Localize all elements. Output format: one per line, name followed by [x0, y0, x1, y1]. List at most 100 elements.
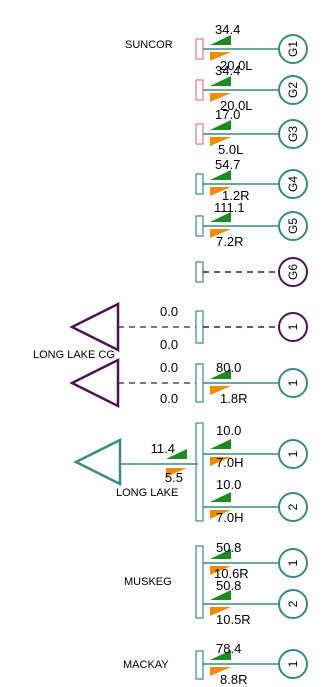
mw-arrow-icon — [166, 449, 187, 459]
mw-arrow-icon — [210, 76, 231, 86]
generator-label: 1 — [286, 660, 300, 667]
generator-circle[interactable] — [278, 75, 308, 105]
load-triangle-icon[interactable] — [69, 357, 120, 409]
mw-value: 34.4 — [215, 22, 240, 37]
generator-circle[interactable] — [278, 34, 308, 64]
mvar-value: 5.0L — [218, 142, 243, 157]
mvar-value: 10.6R — [214, 566, 249, 581]
mvar-value: 20.0L — [220, 58, 253, 73]
generator-label: 2 — [286, 503, 300, 510]
mw-arrow-icon — [210, 212, 231, 222]
unit-llcg-2[interactable]: 1 80.0 1.8R — [195, 360, 308, 406]
breaker[interactable] — [195, 650, 204, 680]
mw-value: 111.1 — [214, 200, 245, 215]
mw-arrow-icon — [210, 120, 231, 130]
mvar-arrow-icon — [210, 386, 231, 395]
generator-circle[interactable] — [278, 548, 308, 578]
load-llcg-2[interactable]: 0.0 0.0 — [69, 357, 196, 409]
generator-circle[interactable] — [278, 439, 308, 469]
generator-label: 1 — [286, 559, 300, 566]
mvar-value: 7.0H — [216, 455, 243, 470]
breaker[interactable] — [195, 215, 204, 237]
mvar-arrow-icon — [210, 566, 231, 575]
breaker[interactable] — [195, 261, 204, 283]
mvar-arrow-icon — [210, 229, 231, 238]
breaker[interactable] — [195, 38, 204, 60]
mw-value: 54.7 — [215, 157, 240, 172]
load-mvar-value: 5.5 — [165, 470, 183, 485]
generator-circle[interactable] — [278, 169, 308, 199]
site-label-long-lake: LONG LAKE — [116, 487, 178, 499]
breaker[interactable] — [195, 363, 204, 403]
mvar-value: 7.0H — [216, 510, 243, 525]
load-triangle-icon[interactable] — [69, 301, 120, 353]
site-label-long-lake-cg: LONG LAKE CG — [33, 349, 115, 361]
generator-circle[interactable] — [278, 312, 308, 342]
load-llcg-1[interactable]: 0.0 0.0 — [69, 301, 196, 353]
site-label-muskeg: MUSKEG — [124, 576, 172, 588]
generator-label: 2 — [286, 600, 300, 607]
load-mvar-value: 0.0 — [160, 337, 178, 352]
mw-arrow-icon — [210, 549, 231, 559]
mw-value: 50.8 — [216, 578, 241, 593]
unit-llcg-1[interactable]: 1 — [195, 310, 308, 344]
unit-ll-2[interactable]: 2 10.0 7.0H — [203, 477, 308, 525]
mw-value: 34.4 — [215, 63, 240, 78]
mw-arrow-icon — [210, 369, 231, 379]
mw-arrow-icon — [210, 590, 231, 600]
mw-arrow-icon — [210, 492, 231, 502]
mw-value: 80.0 — [216, 360, 241, 375]
generator-circle[interactable] — [278, 649, 308, 679]
unit-suncor-g4[interactable]: G4 54.7 1.2R — [195, 157, 308, 203]
generator-label: G5 — [286, 218, 300, 234]
unit-muskeg-2[interactable]: 2 50.8 10.5R — [203, 578, 308, 627]
unit-suncor-g2[interactable]: G2 34.4 20.0L — [195, 63, 308, 113]
breaker[interactable] — [195, 79, 204, 101]
load-mw-value: 11.4 — [151, 441, 175, 456]
mvar-arrow-icon — [210, 667, 231, 676]
unit-suncor-g6[interactable]: G6 — [195, 257, 308, 287]
load-mvar-value: 0.0 — [160, 391, 178, 406]
mw-value: 10.0 — [216, 423, 241, 438]
generator-label: G1 — [286, 41, 300, 57]
load-long-lake[interactable]: 11.4 5.5 — [73, 437, 198, 487]
mw-arrow-icon — [210, 170, 231, 180]
unit-ll-1[interactable]: 1 10.0 7.0H — [203, 423, 308, 470]
mvar-arrow-icon — [210, 607, 231, 616]
generator-label: G3 — [286, 126, 300, 142]
unit-suncor-g3[interactable]: G3 17.0 5.0L — [195, 107, 308, 157]
breaker[interactable] — [195, 123, 204, 145]
generator-circle[interactable] — [278, 589, 308, 619]
unit-mackay-1[interactable]: 1 78.4 8.8R — [195, 641, 308, 687]
unit-suncor-g1[interactable]: G1 34.4 20.0L — [195, 22, 308, 73]
generator-circle[interactable] — [278, 211, 308, 241]
generator-circle[interactable] — [278, 368, 308, 398]
generator-circle[interactable] — [278, 492, 308, 522]
mw-value: 78.4 — [216, 641, 241, 656]
generator-circle[interactable] — [278, 119, 308, 149]
breaker[interactable] — [195, 310, 204, 344]
generator-label: G4 — [286, 176, 300, 192]
long-lake-bus-breaker[interactable] — [195, 422, 204, 522]
generator-circle[interactable] — [278, 257, 308, 287]
mvar-value: 7.2R — [216, 234, 243, 249]
generator-label: 1 — [286, 379, 300, 386]
mvar-arrow-icon — [210, 52, 231, 61]
load-triangle-icon[interactable] — [73, 437, 122, 487]
muskeg-bus-breaker[interactable] — [195, 545, 204, 619]
mvar-arrow-icon — [210, 137, 231, 146]
unit-muskeg-1[interactable]: 1 50.8 10.6R — [203, 540, 308, 581]
mvar-arrow-icon — [166, 468, 187, 477]
breaker[interactable] — [195, 173, 204, 195]
mvar-arrow-icon — [210, 187, 231, 196]
mw-arrow-icon — [210, 439, 231, 449]
mvar-value: 1.8R — [220, 391, 247, 406]
mvar-value: 20.0L — [220, 98, 253, 113]
unit-suncor-g5[interactable]: G5 111.1 7.2R — [195, 200, 308, 249]
generator-label: G6 — [286, 264, 300, 280]
load-mw-value: 0.0 — [160, 304, 178, 319]
mw-value: 50.8 — [216, 540, 241, 555]
mw-value: 17.0 — [215, 107, 240, 122]
site-label-suncor: SUNCOR — [125, 39, 173, 51]
